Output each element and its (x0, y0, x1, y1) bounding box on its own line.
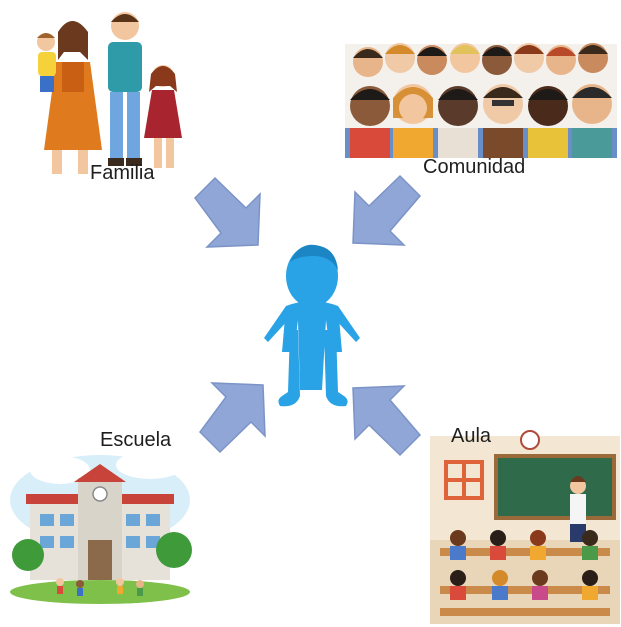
person-icon (264, 244, 360, 407)
arrow-from-community (352, 174, 422, 246)
family-illustration (37, 12, 182, 174)
classroom-illustration (430, 430, 620, 624)
arrow-from-school (199, 382, 266, 454)
school-label: Escuela (100, 429, 172, 451)
school-illustration (10, 451, 192, 604)
classroom-label: Aula (451, 425, 492, 447)
arrow-from-family (194, 176, 261, 248)
community-label: Comunidad (423, 156, 526, 178)
arrow-from-classroom (352, 385, 422, 457)
family-label: Familia (90, 162, 155, 184)
community-illustration (345, 43, 617, 158)
